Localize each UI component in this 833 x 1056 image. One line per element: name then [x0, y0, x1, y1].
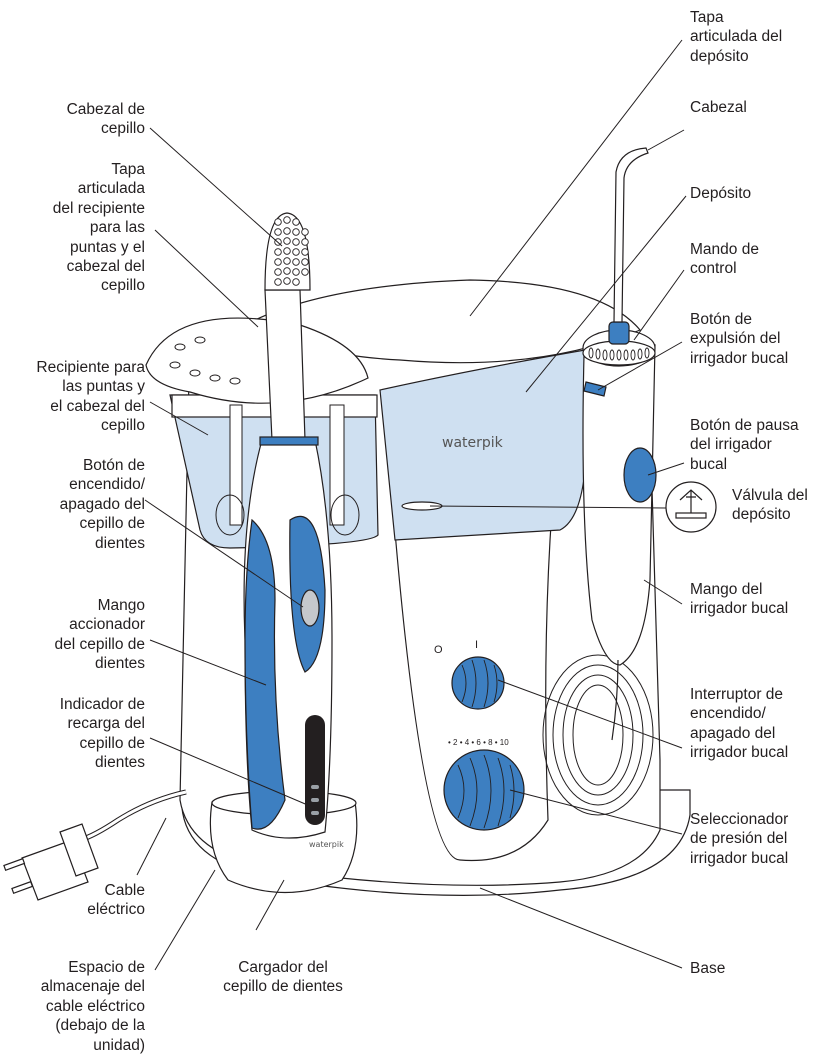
- label-charger: Cargador del cepillo de dientes: [193, 958, 373, 997]
- label-brush-head: Cabezal de cepillo: [67, 100, 145, 139]
- unit-brand-text: waterpik: [442, 435, 504, 451]
- label-cord-storage: Espacio de almacenaje del cable eléctric…: [41, 958, 145, 1055]
- flosser-handle: [583, 148, 656, 665]
- brush-charge-indicator-panel: [305, 715, 325, 825]
- brush-neck: [265, 290, 305, 440]
- label-pause-button: Botón de pausa del irrigador bucal: [690, 416, 799, 474]
- label-control-knob: Mando de control: [690, 240, 759, 279]
- brush-neck-ring: [260, 437, 318, 445]
- label-tip-case: Recipiente para las puntas y el cabezal …: [36, 358, 145, 436]
- label-power-cord: Cable eléctrico: [87, 881, 145, 920]
- label-flosser-handle: Mango del irrigador bucal: [690, 580, 788, 619]
- label-tip-case-lid: Tapa articulada del recipiente para las …: [53, 160, 145, 296]
- label-charge-indicator: Indicador de recarga del cepillo de dien…: [60, 695, 145, 773]
- brush-power-button-graphic: [301, 590, 319, 626]
- flosser-tip: [614, 148, 648, 322]
- power-plug: [4, 824, 98, 900]
- label-eject-button: Botón de expulsión del irrigador bucal: [690, 310, 788, 368]
- label-reservoir-lid: Tapa articulada del depósito: [690, 8, 782, 66]
- label-reservoir-valve: Válvula del depósito: [732, 486, 808, 525]
- label-flosser-power-switch: Interruptor de encendido/ apagado del ir…: [690, 685, 788, 763]
- label-brush-handle: Mango accionador del cepillo de dientes: [55, 596, 145, 674]
- pressure-scale: • 2 • 4 • 6 • 8 • 10: [448, 738, 509, 747]
- switch-on-mark: I: [475, 639, 478, 651]
- pause-button-graphic: [624, 448, 656, 502]
- power-switch-knob: [452, 657, 504, 709]
- tip-collar: [609, 322, 629, 344]
- label-pressure-selector: Seleccionador de presión del irrigador b…: [690, 810, 788, 868]
- label-tip: Cabezal: [690, 98, 747, 117]
- label-base: Base: [690, 959, 725, 978]
- reservoir-valve-inset: [666, 482, 716, 532]
- switch-off-mark: O: [434, 644, 443, 656]
- label-reservoir: Depósito: [690, 184, 751, 203]
- brush-brand-text: waterpik: [309, 840, 344, 849]
- label-brush-power-button: Botón de encendido/ apagado del cepillo …: [60, 456, 145, 553]
